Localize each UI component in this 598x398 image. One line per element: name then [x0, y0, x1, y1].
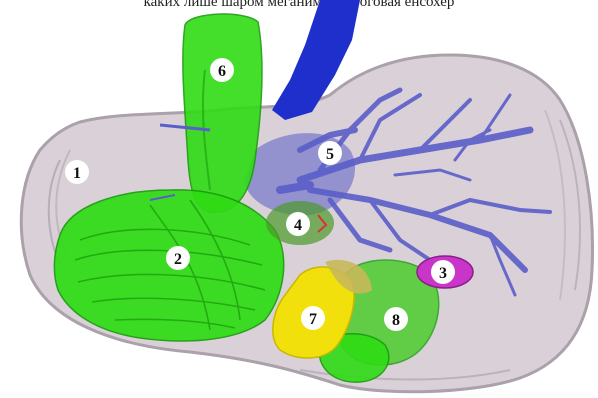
vessel-6	[183, 14, 262, 212]
label-marker-1: 1	[65, 160, 89, 184]
svg-text:7: 7	[309, 311, 317, 328]
label-marker-7: 7	[301, 306, 325, 330]
label-marker-4: 4	[286, 212, 310, 236]
label-marker-2: 2	[166, 246, 190, 270]
svg-text:1: 1	[73, 165, 81, 182]
svg-text:3: 3	[439, 265, 447, 282]
svg-text:8: 8	[392, 312, 400, 329]
label-marker-5: 5	[318, 141, 342, 165]
svg-text:4: 4	[294, 217, 302, 234]
label-marker-3: 3	[431, 260, 455, 284]
svg-text:2: 2	[174, 251, 182, 268]
svg-text:6: 6	[218, 63, 226, 80]
svg-text:5: 5	[326, 146, 334, 163]
label-marker-6: 6	[210, 58, 234, 82]
label-marker-8: 8	[384, 307, 408, 331]
